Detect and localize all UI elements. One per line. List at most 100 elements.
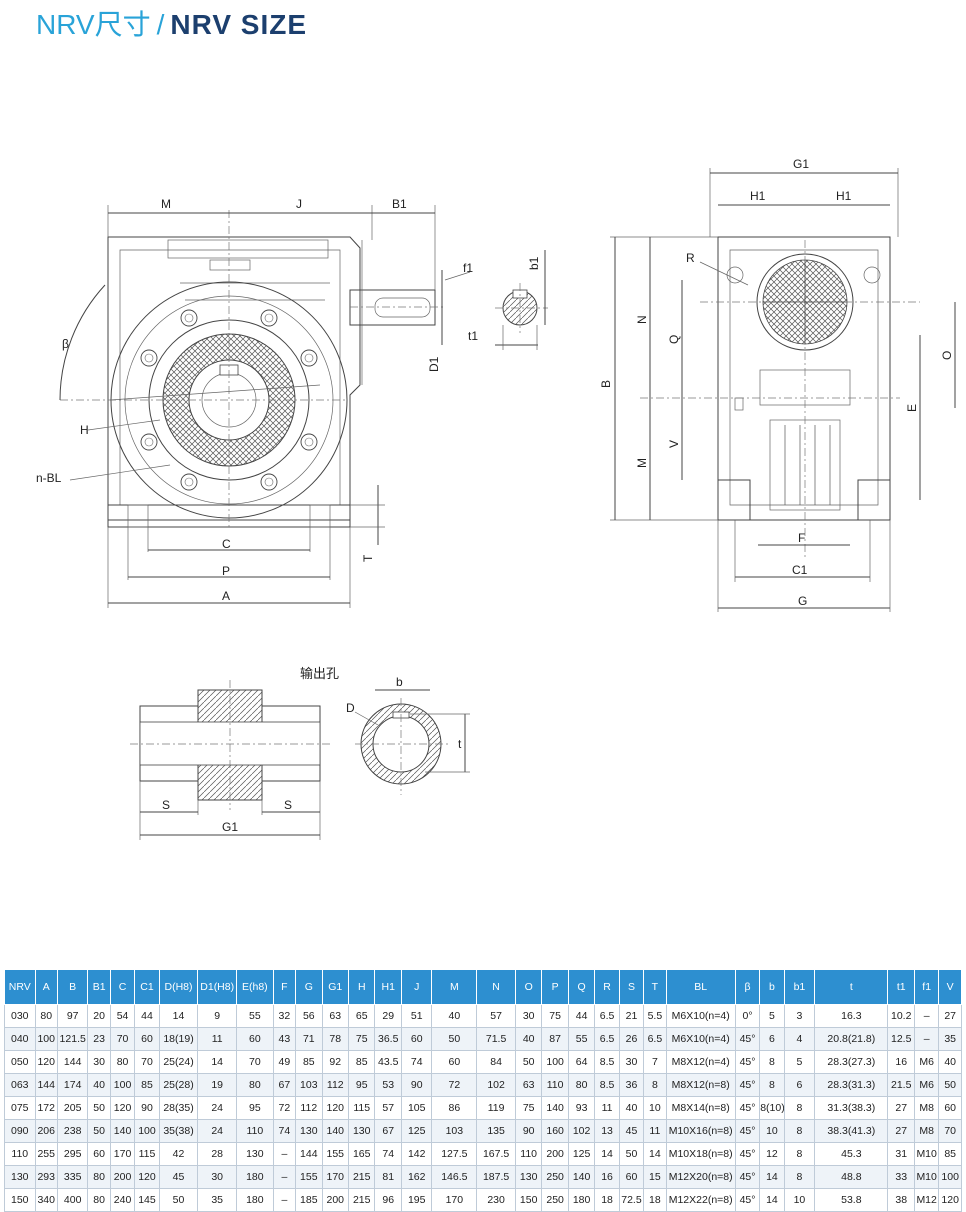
table-cell: 238: [56, 1119, 89, 1143]
table-cell: 18: [594, 1188, 620, 1212]
table-cell: 40: [514, 1027, 543, 1051]
table-cell: 57: [476, 1004, 516, 1028]
table-cell: 30: [618, 1050, 645, 1074]
table-cell: 27: [887, 1119, 915, 1143]
front-view: [59, 205, 471, 608]
table-cell: 102: [567, 1119, 596, 1143]
table-cell: 28(35): [158, 1096, 199, 1120]
table-cell: 24: [197, 1096, 238, 1120]
table-cell: 14: [158, 1004, 199, 1028]
table-cell: 27: [887, 1096, 915, 1120]
table-cell: 13: [594, 1119, 620, 1143]
svg-text:R: R: [686, 251, 695, 265]
table-cell: 86: [431, 1096, 478, 1120]
table-cell: 121.5: [56, 1027, 89, 1051]
table-cell: 120: [938, 1188, 962, 1212]
table-cell: 8: [759, 1073, 785, 1097]
table-cell: 40: [87, 1073, 111, 1097]
table-cell: 200: [541, 1142, 569, 1166]
output-hole-title: 输出孔: [300, 666, 339, 682]
table-cell: 6.5: [594, 1027, 620, 1051]
table-cell: 45°: [734, 1096, 761, 1120]
table-cell: 30: [87, 1050, 111, 1074]
table-cell: 70: [109, 1027, 136, 1051]
table-cell: 90: [400, 1073, 433, 1097]
table-cell: 67: [374, 1119, 402, 1143]
table-cell: 112: [295, 1096, 323, 1120]
table-cell: 10: [783, 1188, 816, 1212]
table-cell: M6X10(n=4): [665, 1004, 736, 1028]
svg-text:f1: f1: [463, 261, 473, 275]
table-cell: 50: [87, 1119, 111, 1143]
table-cell: 65: [347, 1004, 376, 1028]
table-cell: 030: [4, 1004, 36, 1028]
svg-text:M: M: [635, 458, 649, 468]
table-cell: 140: [567, 1165, 596, 1189]
table-cell: 85: [347, 1050, 376, 1074]
column-header: Q: [567, 969, 596, 1005]
column-header: t1: [887, 969, 915, 1005]
table-cell: 71.5: [476, 1027, 516, 1051]
table-cell: M10X16(n=8): [665, 1119, 736, 1143]
table-cell: M10X18(n=8): [665, 1142, 736, 1166]
table-cell: 3: [783, 1004, 816, 1028]
table-cell: 180: [236, 1165, 274, 1189]
shaft-section: [495, 250, 548, 350]
table-cell: 28.3(31.3): [814, 1073, 889, 1097]
table-cell: 50: [158, 1188, 199, 1212]
table-cell: 115: [347, 1096, 376, 1120]
table-cell: 93: [567, 1096, 596, 1120]
table-cell: M8X12(n=4): [665, 1050, 736, 1074]
table-cell: 74: [272, 1119, 297, 1143]
column-header: J: [400, 969, 433, 1005]
svg-text:S: S: [284, 798, 292, 812]
table-cell: 45: [618, 1119, 645, 1143]
table-cell: 97: [56, 1004, 89, 1028]
table-cell: 8: [783, 1165, 816, 1189]
table-cell: M8: [913, 1096, 940, 1120]
table-cell: 27: [938, 1004, 962, 1028]
table-cell: 130: [236, 1142, 274, 1166]
table-cell: 215: [347, 1165, 376, 1189]
table-cell: 63: [321, 1004, 350, 1028]
table-cell: 162: [400, 1165, 433, 1189]
table-cell: 14: [759, 1165, 785, 1189]
table-cell: 71: [295, 1027, 323, 1051]
svg-text:G: G: [798, 594, 807, 608]
page-title: NRV尺寸/NRV SIZE: [36, 8, 307, 42]
table-cell: M6X10(n=4): [665, 1027, 736, 1051]
column-header: V: [938, 969, 962, 1005]
side-view: [610, 168, 956, 612]
table-cell: 8.5: [594, 1073, 620, 1097]
table-cell: 10: [759, 1119, 785, 1143]
table-cell: 7: [643, 1050, 667, 1074]
svg-text:C: C: [222, 537, 231, 551]
table-cell: 255: [34, 1142, 58, 1166]
table-cell: 70: [236, 1050, 274, 1074]
column-header: R: [594, 969, 620, 1005]
table-cell: 10: [643, 1096, 667, 1120]
table-cell: 80: [567, 1073, 596, 1097]
table-cell: 125: [567, 1142, 596, 1166]
table-cell: 45°: [734, 1027, 761, 1051]
table-cell: 293: [34, 1165, 58, 1189]
table-cell: 45.3: [814, 1142, 889, 1166]
table-cell: 180: [567, 1188, 596, 1212]
table-cell: 075: [4, 1096, 36, 1120]
table-cell: 142: [400, 1142, 433, 1166]
table-cell: –: [272, 1142, 297, 1166]
table-cell: 70: [134, 1050, 160, 1074]
table-cell: 48.8: [814, 1165, 889, 1189]
table-cell: 200: [321, 1188, 350, 1212]
table-cell: 103: [431, 1119, 478, 1143]
table-cell: 105: [400, 1096, 433, 1120]
table-cell: 21: [618, 1004, 645, 1028]
table-cell: 80: [87, 1188, 111, 1212]
table-cell: 140: [109, 1119, 136, 1143]
table-cell: 8: [783, 1119, 816, 1143]
table-cell: 72.5: [618, 1188, 645, 1212]
table-cell: 11: [594, 1096, 620, 1120]
